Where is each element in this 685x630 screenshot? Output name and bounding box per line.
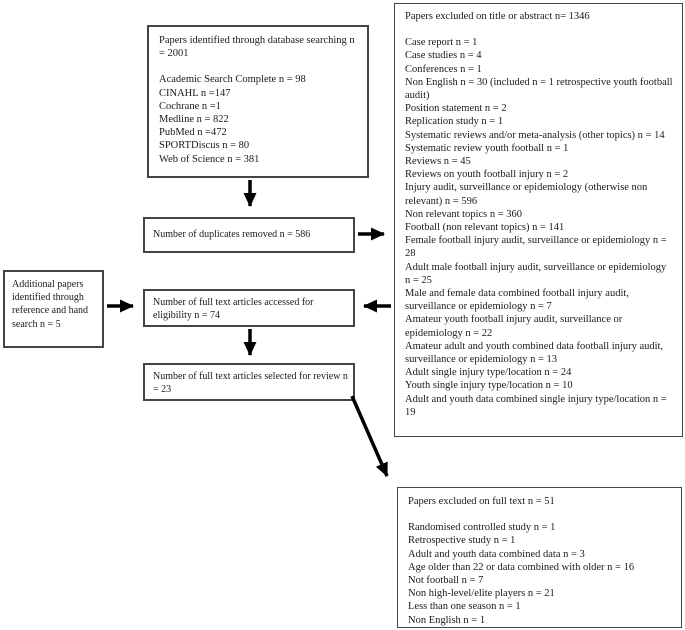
list-item: Adult male football injury audit, survei… bbox=[405, 261, 667, 286]
duplicates-removed-box: Number of duplicates removed n = 586 bbox=[143, 217, 355, 253]
arrow-selected-to-excluded-fulltext bbox=[350, 395, 389, 477]
list-item: Female football injury audit, surveillan… bbox=[405, 235, 667, 260]
excluded-full-text-box: Papers excluded on full text n = 51 Rand… bbox=[397, 487, 682, 628]
list-item: Replication study n = 1 bbox=[405, 116, 504, 128]
list-item: Male and female data combined football i… bbox=[405, 288, 629, 313]
excluded-full-text-title: Papers excluded on full text n = 51 bbox=[408, 496, 555, 507]
database-search-title: Papers identified through database searc… bbox=[159, 35, 355, 60]
list-item: PubMed n =472 bbox=[159, 127, 227, 139]
list-item: Reviews n = 45 bbox=[405, 156, 471, 168]
list-item: Systematic reviews and/or meta-analysis … bbox=[405, 129, 665, 141]
list-item: Non high-level/elite players n = 21 bbox=[408, 588, 555, 600]
spacer bbox=[159, 60, 357, 73]
list-item: Academic Search Complete n = 98 bbox=[159, 74, 306, 86]
list-item: Conferences n = 1 bbox=[405, 63, 482, 75]
list-item: Not football n = 7 bbox=[408, 575, 484, 587]
list-item: Randomised controlled study n = 1 bbox=[408, 522, 556, 534]
list-item: Reviews on youth football injury n = 2 bbox=[405, 169, 569, 181]
spacer bbox=[408, 508, 673, 521]
spacer bbox=[405, 23, 674, 36]
list-item: Age older than 22 or data combined with … bbox=[408, 561, 635, 573]
list-item: Retrospective study n = 1 bbox=[408, 535, 516, 547]
list-item: Cochrane n =1 bbox=[159, 100, 221, 112]
list-item: Non relevant topics n = 360 bbox=[405, 208, 523, 220]
full-text-selected-text: Number of full text articles selected fo… bbox=[153, 371, 348, 396]
list-item: Injury audit, surveillance or epidemiolo… bbox=[405, 182, 648, 207]
list-item: CINAHL n =147 bbox=[159, 87, 231, 99]
database-search-box: Papers identified through database searc… bbox=[147, 25, 369, 178]
list-item: Web of Science n = 381 bbox=[159, 153, 260, 165]
full-text-accessed-box: Number of full text articles accessed fo… bbox=[143, 289, 355, 327]
list-item: Amateur youth football injury audit, sur… bbox=[405, 314, 623, 339]
list-item: Case studies n = 4 bbox=[405, 50, 482, 62]
excluded-title-abstract-box: Papers excluded on title or abstract n= … bbox=[394, 3, 683, 437]
full-text-accessed-text: Number of full text articles accessed fo… bbox=[153, 297, 314, 322]
list-item: Amateur adult and youth combined data fo… bbox=[405, 340, 664, 366]
list-item: Systematic review youth football n = 1 bbox=[405, 142, 569, 154]
list-item: Position statement n = 2 bbox=[405, 103, 507, 115]
list-item: Non English n = 30 (included n = 1 retro… bbox=[405, 76, 673, 102]
list-item: Adult and youth data combined single inj… bbox=[405, 393, 667, 418]
list-item: Medline n = 822 bbox=[159, 114, 229, 126]
excluded-title-abstract-title: Papers excluded on title or abstract n= … bbox=[405, 11, 590, 22]
list-item: Football (non relevant topics) n = 141 bbox=[405, 222, 565, 234]
duplicates-removed-text: Number of duplicates removed n = 586 bbox=[153, 229, 311, 240]
additional-papers-text: Additional papers identified through ref… bbox=[12, 279, 89, 330]
full-text-selected-box: Number of full text articles selected fo… bbox=[143, 363, 355, 401]
list-item: Adult and youth data combined data n = 3 bbox=[408, 548, 585, 560]
additional-papers-box: Additional papers identified through ref… bbox=[3, 270, 104, 348]
list-item: Less than one season n = 1 bbox=[408, 601, 521, 613]
list-item: Non English n = 1 bbox=[408, 614, 486, 626]
list-item: Adult single injury type/location n = 24 bbox=[405, 367, 572, 379]
list-item: Case report n = 1 bbox=[405, 37, 478, 49]
list-item: SPORTDiscus n = 80 bbox=[159, 140, 250, 152]
list-item: Youth single injury type/location n = 10 bbox=[405, 380, 573, 392]
